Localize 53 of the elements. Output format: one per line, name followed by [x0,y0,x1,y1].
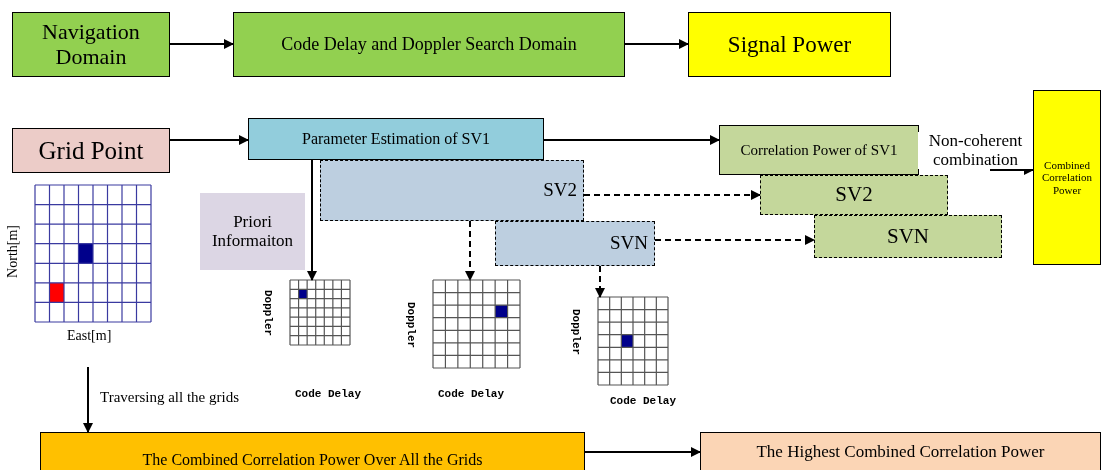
arrow [584,447,701,457]
arrow [654,235,815,245]
arrow [83,366,93,433]
final-result-box [700,432,1101,470]
axis-label: Doppler [570,309,582,356]
info-box [200,193,305,270]
stacked-result-box [760,175,948,215]
arrow [624,39,689,49]
axis-label: East[m] [67,328,112,344]
axis-label: Doppler [405,302,417,349]
arrow [307,159,317,281]
search-grid-drawing [598,297,668,385]
result-box [40,432,585,470]
axis-label: North[m] [5,225,21,278]
stacked-process-box [320,160,584,221]
arrow [543,135,720,145]
stacked-result-box [814,215,1002,258]
stacked-process-box [495,221,655,266]
axis-label: Doppler [262,290,274,337]
output-box [1033,90,1101,265]
arrow [465,220,475,281]
axis-label: Code Delay [295,388,361,400]
process-box [233,12,625,77]
node-label: Combined Correlation Power [1040,159,1094,196]
axis-label: Code Delay [610,395,676,407]
node-label: Signal Power [727,31,852,58]
node-label: SVN [887,224,929,249]
node-label: Correlation Power of SV1 [740,141,898,159]
axis-label: Code Delay [438,388,504,400]
arrow [595,265,605,298]
node-label: SV2 [543,180,577,201]
input-box [12,128,170,173]
node-label: SV2 [835,183,873,207]
arrow [169,39,234,49]
node-label: Priori Informaiton [210,212,295,251]
domain-box [12,12,170,77]
process-box [248,118,544,160]
node-label: Code Delay and Doppler Search Domain [281,34,577,55]
arrow [583,190,761,200]
grid-map-drawing [35,185,151,322]
arrow [169,135,249,145]
node-label: The Combined Correlation Power Over All the Grids [142,451,483,469]
output-box [688,12,891,77]
node-label: Navigation Domain [41,20,141,69]
edge-label: Non-coherent combination [918,132,1033,170]
result-box [719,125,919,175]
search-grid-drawing [290,280,350,345]
node-label: Grid Point [38,136,144,165]
node-label: The Highest Combined Correlation Power [756,442,1045,462]
node-label: Parameter Estimation of SV1 [302,130,490,148]
search-grid-drawing [433,280,520,368]
edge-label: Traversing all the grids [100,389,239,406]
node-label: SVN [610,233,648,254]
